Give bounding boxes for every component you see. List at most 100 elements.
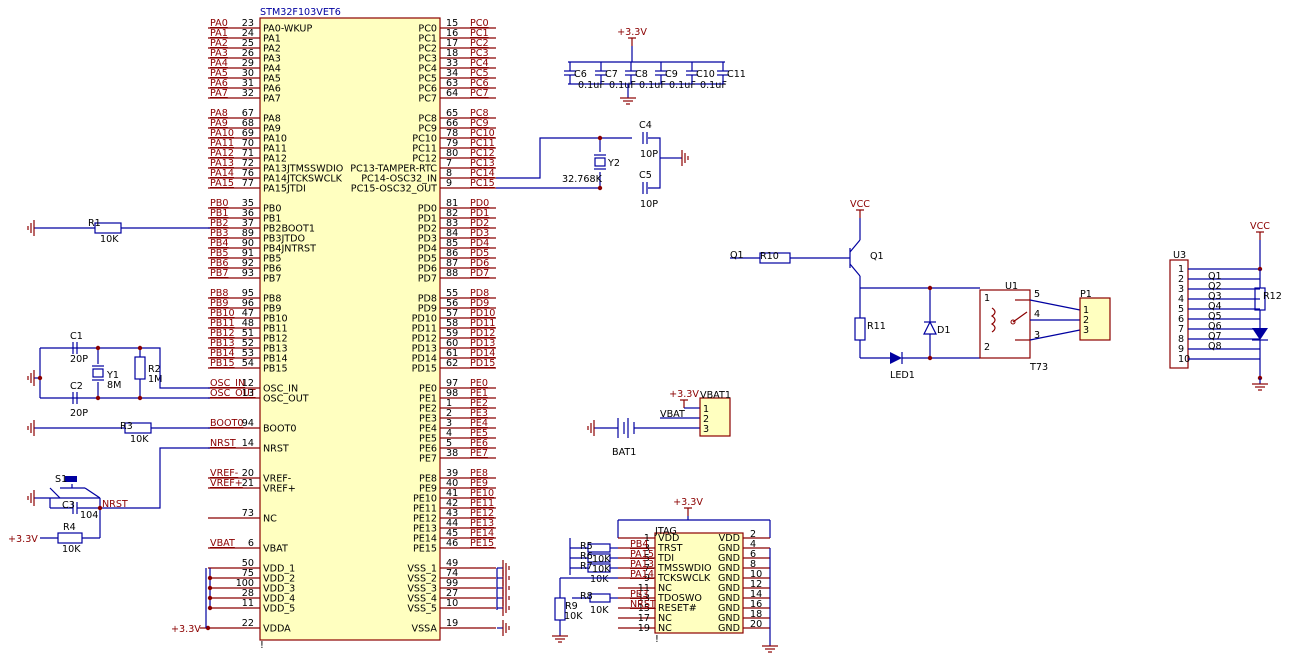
mcu-pin-number: 60 [446, 338, 458, 349]
osc-ground [27, 370, 40, 386]
mcu-pin-number: 13 [242, 388, 254, 399]
jtag-pin-name: TCKSWCLK [657, 573, 711, 584]
mcu-pin-name: PD9 [418, 304, 437, 315]
mcu-net-label: PA5 [210, 68, 228, 79]
cap-ref: C8 [635, 69, 648, 80]
mcu-pin-name: NRST [263, 444, 289, 455]
mcu-pin-number: 83 [446, 218, 458, 229]
mcu-pin-number: 18 [446, 48, 458, 59]
led1-ref: LED1 [890, 370, 915, 381]
mcu-pin-number: 67 [242, 108, 254, 119]
rtc-wire [496, 137, 632, 179]
mcu-pin-number: 89 [242, 228, 254, 239]
mcu-net-label: PD9 [470, 298, 489, 309]
mcu-pin-name: PD0 [418, 204, 437, 215]
osc-cap-value: 20P [70, 354, 88, 365]
mcu-pin-number: 27 [446, 588, 458, 599]
mcu-pin-name: PB15 [263, 364, 288, 375]
jtag-pin-name: GND [718, 593, 740, 604]
cap-ref: C10 [696, 69, 715, 80]
jtag-pin-number: 15 [638, 603, 650, 614]
jtag-pin-name: TDOSWO [657, 593, 702, 604]
mcu-pin-number: 47 [242, 308, 254, 319]
mcu-pin-name: PA4 [263, 64, 281, 75]
mcu-net-label: PC11 [470, 138, 495, 149]
boot-ref: R3 [120, 421, 133, 432]
relay-pin-number: 2 [984, 342, 990, 353]
mcu-pin-name: BOOT0 [263, 424, 296, 435]
jtag-pin-number: 17 [638, 613, 650, 624]
rtc-crystal [594, 154, 606, 170]
u3-net-label: Q6 [1208, 321, 1222, 332]
mcu-net-label: VREF+ [210, 478, 243, 489]
vss-ground [497, 600, 510, 616]
cap-ref: C9 [665, 69, 678, 80]
rtc-cap-c4 [642, 132, 648, 144]
battery-connector-pin: 2 [703, 414, 709, 425]
battery-connector-ref: VBAT1 [700, 390, 731, 401]
mcu-pin-name: PC14-OSC32_IN [361, 174, 437, 185]
mcu-pin-number: 58 [446, 318, 458, 329]
relay-contact [1012, 311, 1028, 323]
mcu-pin-name: PD5 [418, 254, 437, 265]
mcu-pin-number: 72 [242, 158, 254, 169]
u3-net-label: Q7 [1208, 331, 1222, 342]
led-bar-ground [1252, 378, 1268, 391]
reset-net-label: NRST [102, 499, 128, 510]
mcu-net-label: NRST [210, 438, 236, 449]
mcu-pin-name: PE7 [419, 454, 437, 465]
jtag-power-label: +3.3V [673, 497, 703, 508]
mcu-pin-number: 40 [446, 478, 458, 489]
jtag-pin-number: 13 [638, 593, 650, 604]
mcu-pin-name: PA8 [263, 114, 281, 125]
mcu-pin-name: PC15-OSC32_OUT [351, 184, 437, 195]
mcu-pin-number: 93 [242, 268, 254, 279]
mcu-pin-number: 20 [242, 468, 254, 479]
led-bar-led [1252, 328, 1268, 340]
battery-connector [699, 397, 731, 437]
mcu-pin-name: PC9 [418, 124, 437, 135]
mcu-body [259, 17, 441, 641]
mcu-pin-name: PA3 [263, 54, 281, 65]
mcu-pin-number: 34 [446, 68, 458, 79]
mcu-net-label: VREF- [210, 468, 238, 479]
jtag-resistor-ref: R6 [580, 551, 593, 562]
u3-net-label: Q2 [1208, 281, 1222, 292]
mcu-pin-name: VREF- [263, 474, 291, 485]
jtag-pin-number: 18 [750, 609, 762, 620]
jtag-resistor-ref: R7 [580, 561, 593, 572]
mcu-pin-number: 5 [446, 438, 452, 449]
mcu-net-label: VBAT [210, 538, 235, 549]
u3-net-label: Q4 [1208, 301, 1222, 312]
u3-pin-number: 1 [1178, 264, 1184, 275]
mcu-pin-name: PC2 [418, 44, 437, 55]
mcu-net-label: BOOT0 [210, 418, 243, 429]
relay-pin-number: 5 [1034, 289, 1040, 300]
jtag-pin-number: 1 [644, 533, 650, 544]
mcu-pin-name: PD8 [418, 294, 437, 305]
rtc-cap-value: 10P [640, 149, 658, 160]
mcu-pin-name: VSS_1 [407, 564, 437, 575]
mcu-net-label: PE11 [470, 498, 494, 509]
relay-wire [1029, 299, 1081, 311]
mcu-pin-number: 69 [242, 128, 254, 139]
mcu-net-label: PA2 [210, 38, 228, 49]
mcu-pin-number: 95 [242, 288, 254, 299]
mcu-pin-number: 62 [446, 358, 458, 369]
mcu-pin-number: 37 [242, 218, 254, 229]
jtag-pin-name: TRST [657, 543, 683, 554]
u3-pin-number: 5 [1178, 304, 1184, 315]
jtag-ground [762, 640, 778, 653]
jtag-pin-number: 10 [750, 569, 762, 580]
jtag-ref: JTAG [654, 526, 677, 537]
mcu-pin-number: 51 [242, 328, 254, 339]
switch-s1 [65, 476, 77, 482]
mcu-net-label: PC6 [470, 78, 489, 89]
u3-pin-number: 2 [1178, 274, 1184, 285]
mcu-pin-name: PE12 [413, 514, 437, 525]
mcu-pin-number: 76 [242, 168, 254, 179]
mcu-pin-name: PE15 [413, 544, 437, 555]
mcu-pin-number: 1 [446, 398, 452, 409]
relay-resistor-ref: R11 [867, 321, 886, 332]
mcu-pin-number: 100 [236, 578, 254, 589]
